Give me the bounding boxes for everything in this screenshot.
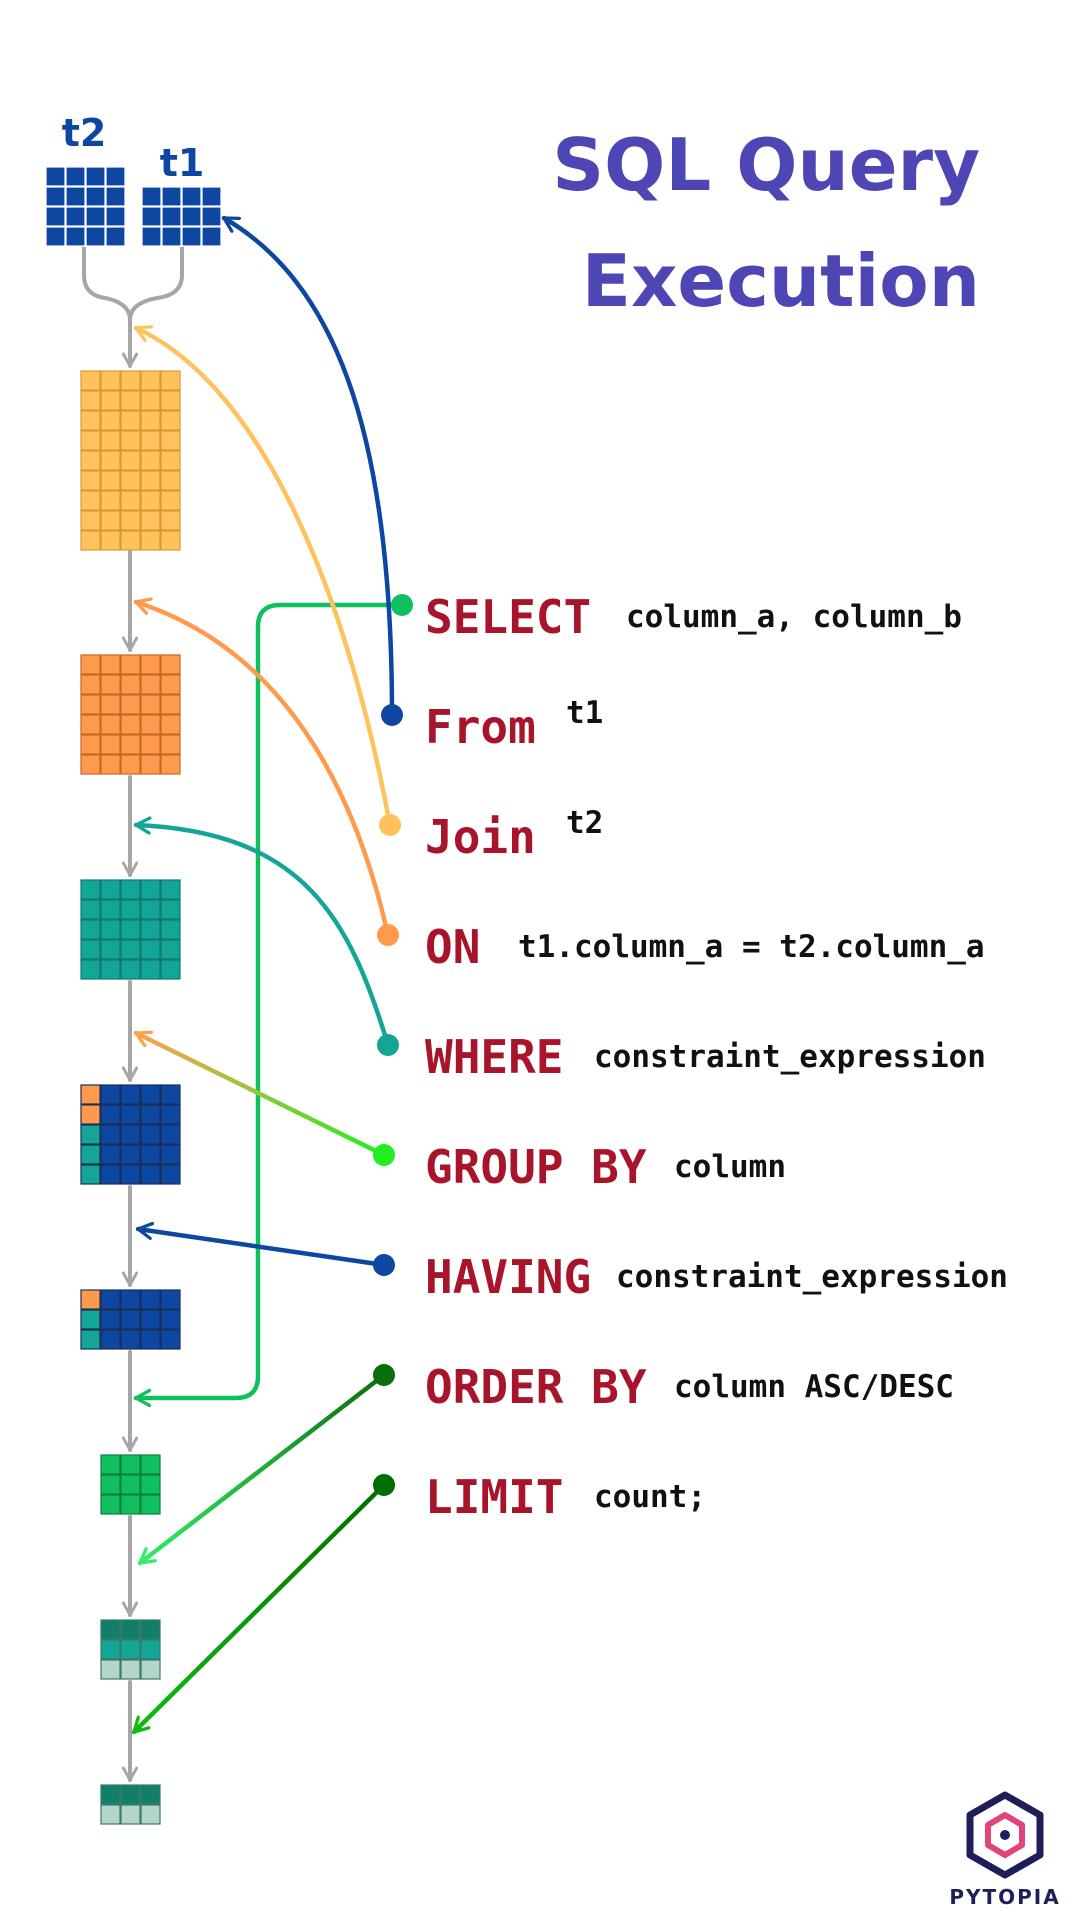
clause-limit (131, 1474, 395, 1735)
clause-order-by (137, 1364, 395, 1566)
order-by-args: column ASC/DESC (674, 1369, 954, 1405)
group-by-arrow (133, 1033, 387, 1158)
order-by-arrow (137, 1372, 387, 1566)
table-t2-label: t2 (62, 111, 107, 155)
logo-text: PYTOPIA (949, 1885, 1060, 1909)
from-args: t1 (566, 695, 603, 731)
ordered-table (100, 1454, 161, 1515)
select-dot (391, 594, 413, 616)
limited-table (100, 1619, 161, 1680)
merge-connector-t2 (82, 247, 132, 321)
select-keyword: SELECT (425, 590, 591, 644)
having-arrow (135, 1229, 387, 1268)
flow-connectors (82, 247, 184, 1782)
grouped-table (80, 1084, 181, 1185)
select-args: column_a, column_b (626, 599, 962, 635)
table-t1-label: t1 (160, 141, 205, 185)
on-dot (377, 924, 399, 946)
title-line-2: Execution (582, 239, 980, 323)
order-by-keyword: ORDER BY (425, 1360, 647, 1414)
where-arrow (133, 825, 391, 1048)
from-dot (381, 704, 403, 726)
group-by-keyword: GROUP BY (425, 1140, 647, 1194)
join-keyword: Join (425, 810, 536, 864)
clause-having (135, 1229, 395, 1276)
on-keyword: ON (425, 920, 480, 974)
table-t2-grid (45, 166, 126, 247)
merge-connector-t1 (128, 247, 184, 321)
clause-arrows (131, 215, 413, 1735)
pytopia-logo-icon (966, 1791, 1044, 1879)
clause-select (133, 594, 413, 1398)
limit-arrow (131, 1482, 387, 1735)
clause-join (133, 328, 401, 836)
group-by-dot (373, 1144, 395, 1166)
where-args: constraint_expression (594, 1039, 986, 1075)
limit-keyword: LIMIT (425, 1470, 563, 1524)
select-arrow (133, 602, 405, 1398)
join-dot (379, 814, 401, 836)
join-arrow (133, 328, 393, 828)
having-dot (373, 1254, 395, 1276)
from-arrow (221, 215, 395, 718)
join-args: t2 (566, 805, 603, 841)
table-t1-grid (141, 186, 222, 247)
final-result-table (100, 1784, 161, 1825)
from-keyword: From (425, 700, 536, 754)
order-by-dot (373, 1364, 395, 1386)
limit-args: count; (594, 1479, 706, 1515)
intermediate-tables (45, 166, 222, 1825)
joined-table (80, 370, 181, 551)
having-result-table (80, 1289, 181, 1350)
clause-where (133, 825, 399, 1056)
on-arrow (133, 602, 391, 938)
clause-from (221, 215, 403, 726)
clause-group-by (133, 1033, 395, 1166)
on-args: t1.column_a = t2.column_a (518, 929, 985, 965)
title-line-1: SQL Query (552, 123, 980, 207)
clause-on (133, 602, 399, 946)
where-keyword: WHERE (425, 1030, 563, 1084)
where-result-table (80, 879, 181, 980)
having-keyword: HAVING (425, 1250, 591, 1304)
group-by-args: column (674, 1149, 786, 1185)
having-args: constraint_expression (616, 1259, 1008, 1295)
on-result-table (80, 654, 181, 775)
limit-dot (373, 1474, 395, 1496)
where-dot (377, 1034, 399, 1056)
